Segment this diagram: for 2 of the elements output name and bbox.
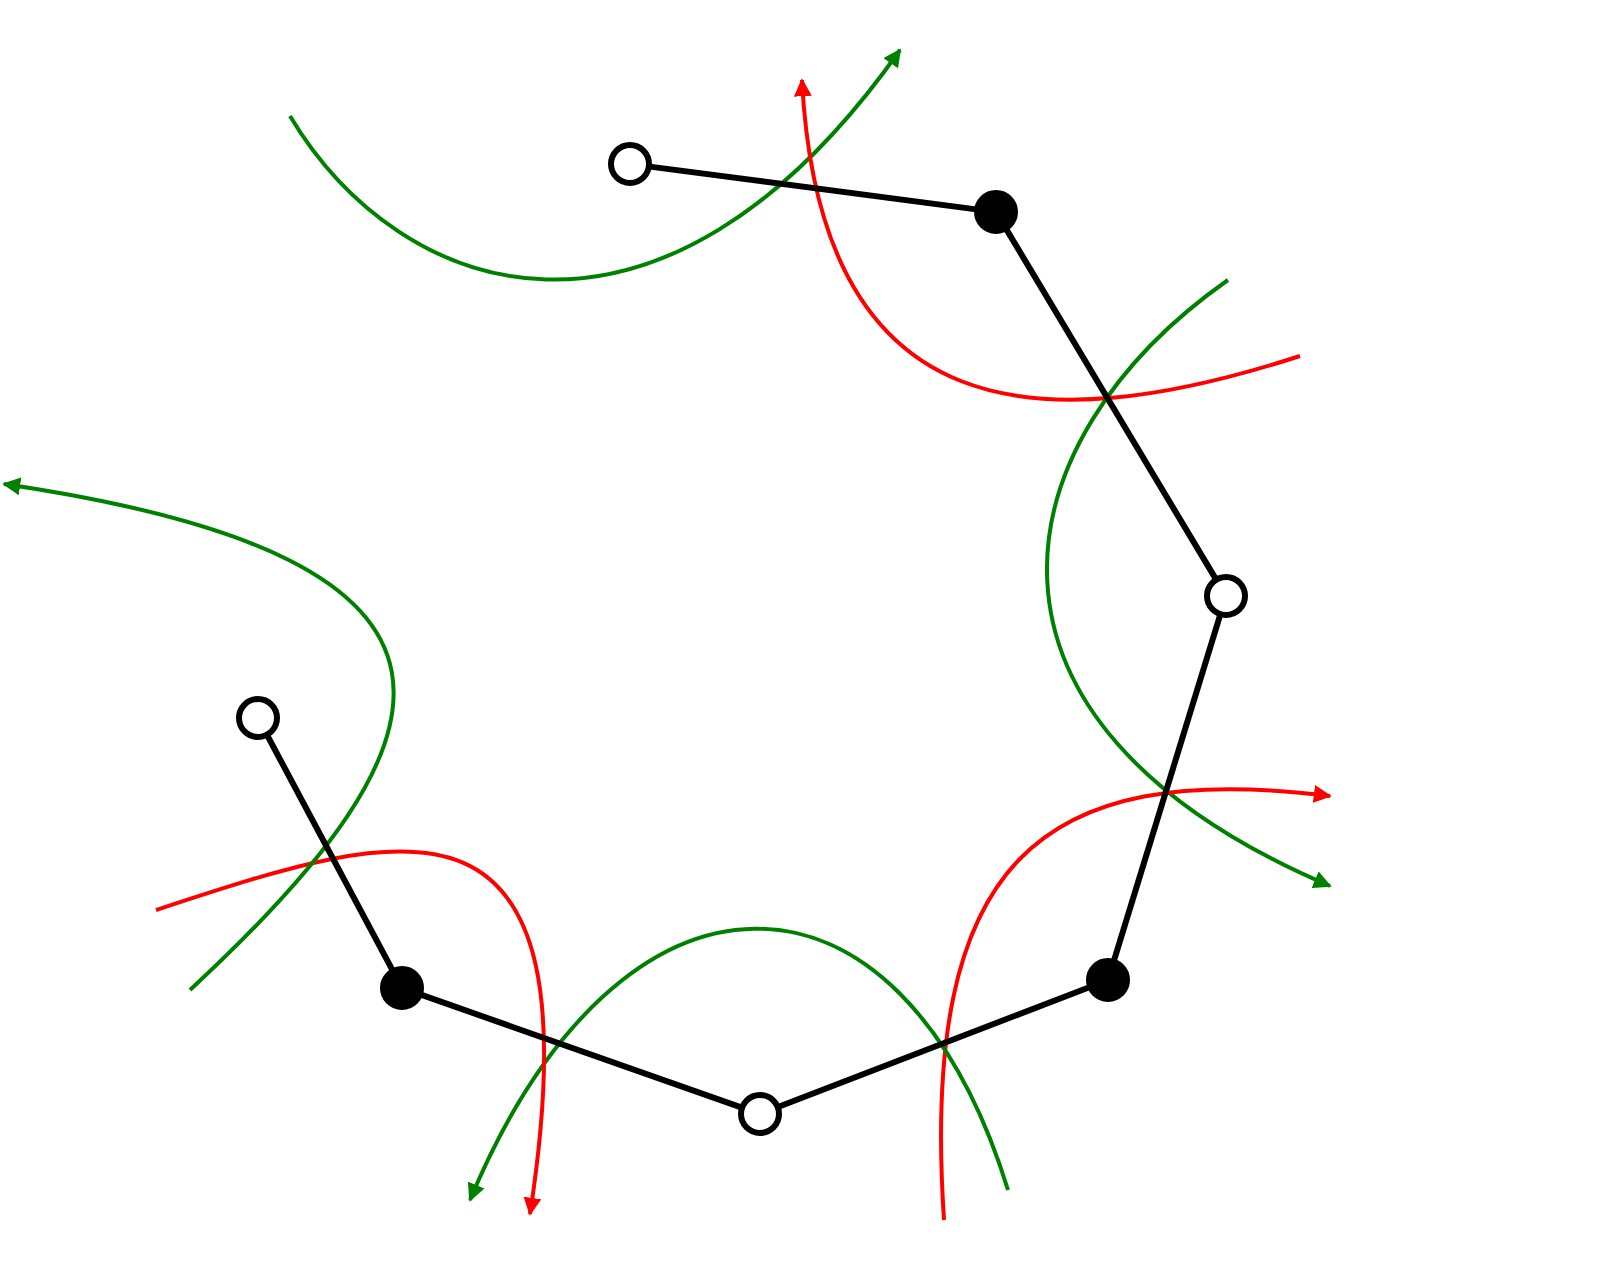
- connector-line: [649, 163, 977, 213]
- connector-line: [1111, 614, 1223, 962]
